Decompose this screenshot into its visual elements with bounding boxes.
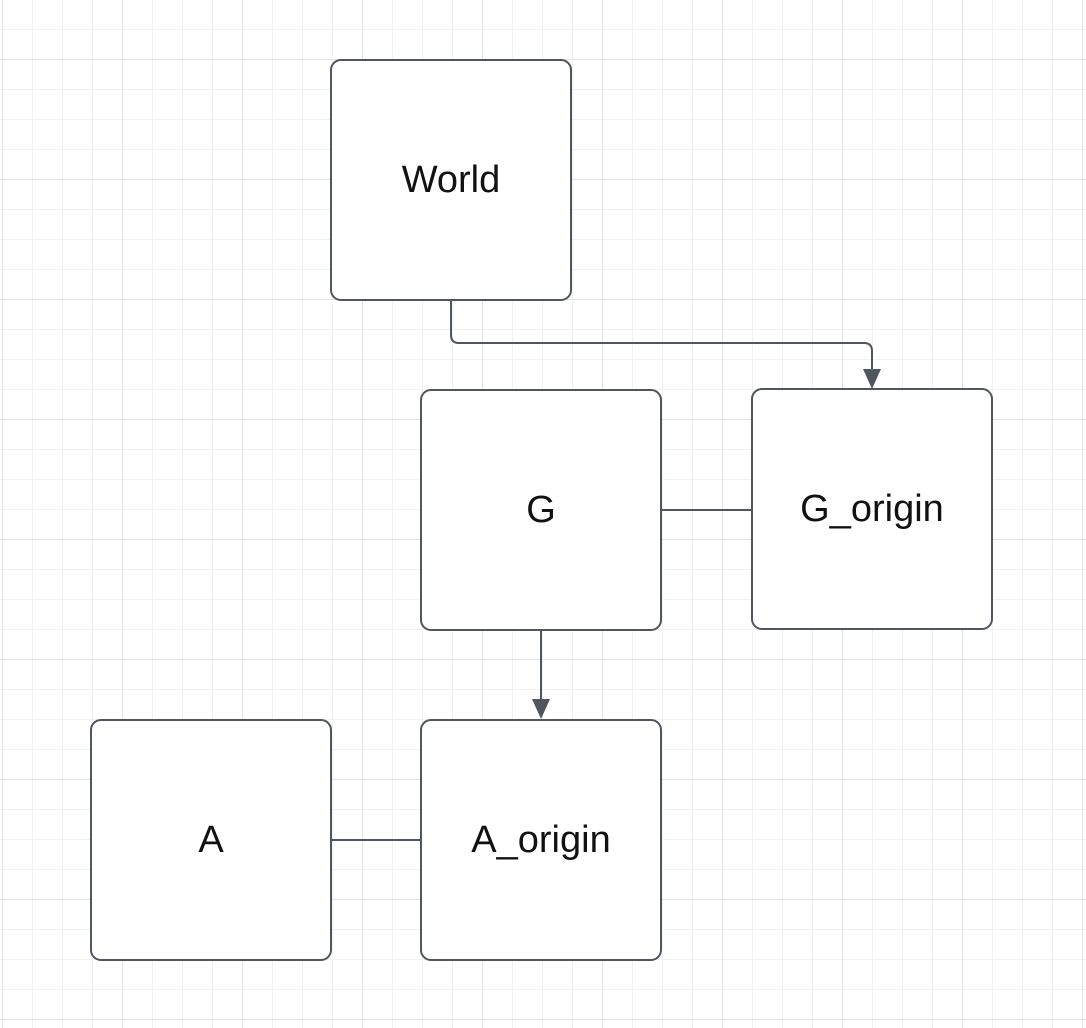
node-a-origin-label: A_origin [471, 819, 610, 861]
node-world[interactable]: World [330, 59, 572, 301]
node-a-origin[interactable]: A_origin [420, 719, 662, 961]
node-g[interactable]: G [420, 389, 662, 631]
node-g-label: G [526, 489, 556, 531]
arrowhead-into-a-origin [532, 699, 550, 719]
node-g-origin[interactable]: G_origin [751, 388, 993, 630]
node-world-label: World [402, 159, 501, 201]
edge-world-to-g-origin[interactable] [450, 300, 881, 389]
node-a-label: A [198, 819, 224, 861]
edge-g-to-a-origin[interactable] [532, 630, 550, 719]
arrowhead-into-g-origin [863, 369, 881, 389]
node-g-origin-label: G_origin [800, 488, 944, 530]
node-a[interactable]: A [90, 719, 332, 961]
